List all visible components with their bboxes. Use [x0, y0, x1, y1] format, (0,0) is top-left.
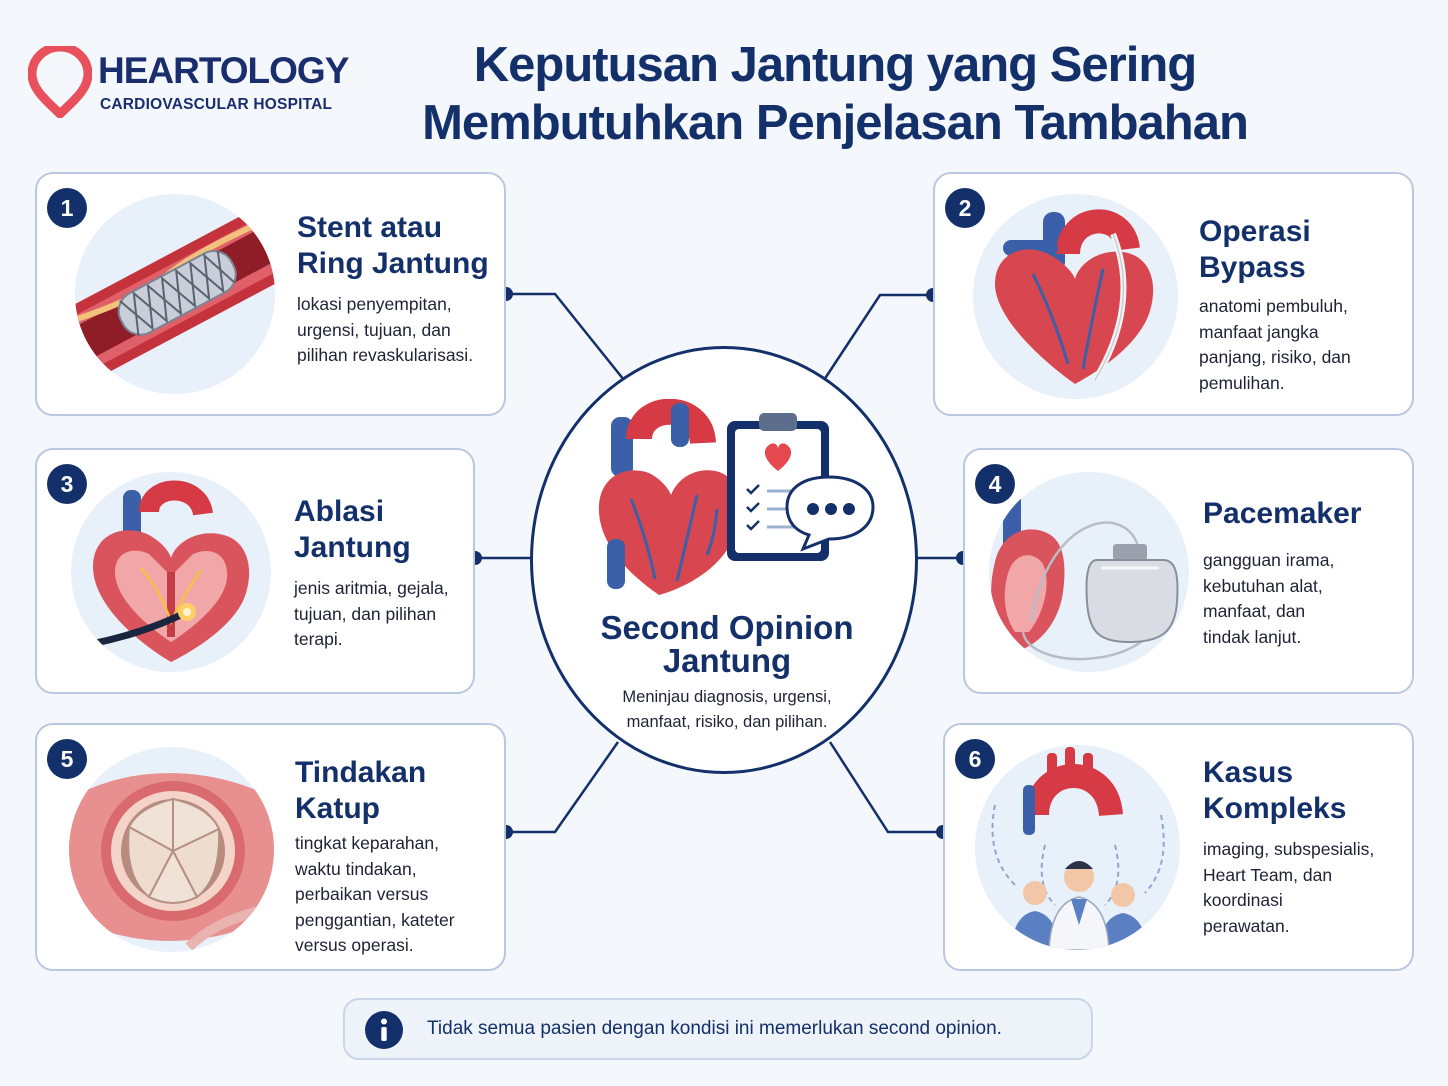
card-number-5: 5 — [47, 739, 87, 779]
center-title: Second Opinion Jantung — [600, 609, 854, 679]
card-6-title: Kasus Kompleks — [1203, 756, 1347, 825]
card-complex: 6 Kasus Kompleks imaging, subspesialis, … — [943, 723, 1414, 971]
card-4-description: gangguan irama, kebutuhan alat, manfaat,… — [1203, 550, 1335, 647]
pacemaker-icon — [989, 472, 1189, 672]
card-5-description: tingkat keparahan, waktu tindakan, perba… — [295, 833, 455, 955]
card-number-3: 3 — [47, 464, 87, 504]
bypass-heart-icon — [973, 194, 1178, 399]
page-title-line-2: Membutuhkan Penjelasan Tambahan — [422, 96, 1249, 150]
card-number-4: 4 — [975, 464, 1015, 504]
brand-name: HEARTOLOGY — [98, 50, 349, 91]
card-6-description: imaging, subspesialis, Heart Team, dan k… — [1203, 839, 1375, 936]
disclaimer-text: Tidak semua pasien dengan kondisi ini me… — [427, 1018, 1002, 1039]
card-number-2: 2 — [945, 188, 985, 228]
card-3-description: jenis aritmia, gejala, tujuan, dan pilih… — [294, 578, 449, 649]
connector-5 — [506, 741, 620, 834]
center-description: Meninjau diagnosis, urgensi, manfaat, ri… — [622, 688, 832, 731]
brand-logo: HEARTOLOGY CARDIOVASCULAR HOSPITAL — [28, 44, 358, 124]
card-number-1: 1 — [47, 188, 87, 228]
heart-icon — [598, 399, 739, 595]
card-stent: 1 Stent atau Ring Jantung lokasi penyemp… — [35, 172, 506, 416]
page-title-line-1: Keputusan Jantung yang Sering — [473, 38, 1197, 92]
card-5-title: Tindakan Katup — [295, 756, 427, 825]
card-1-title: Stent atau Ring Jantung — [297, 211, 489, 280]
card-1-description: lokasi penyempitan, urgensi, tujuan, dan… — [297, 294, 474, 365]
card-pacemaker: 4 Pacemaker gangguan irama, kebutuhan al… — [963, 448, 1414, 694]
heart-pin-icon — [28, 46, 92, 118]
center-second-opinion: Second Opinion Jantung Meninjau diagnosi… — [530, 346, 918, 774]
info-icon — [365, 1011, 403, 1049]
card-4-title: Pacemaker — [1203, 497, 1362, 530]
valve-icon — [69, 747, 274, 952]
card-bypass: 2 Operasi Bypass anatomi pembuluh, manfa… — [933, 172, 1414, 416]
card-3-title: Ablasi Jantung — [294, 495, 411, 564]
speech-bubble-icon — [785, 475, 875, 552]
ablation-icon — [71, 472, 271, 672]
card-2-description: anatomi pembuluh, manfaat jangka panjang… — [1199, 296, 1351, 393]
page-title: Keputusan Jantung yang Sering Membutuhka… — [385, 36, 1285, 152]
disclaimer-note: Tidak semua pasien dengan kondisi ini me… — [343, 998, 1093, 1060]
heart-team-icon — [975, 745, 1180, 950]
connector-6 — [828, 741, 943, 834]
center-illustration — [598, 399, 875, 595]
card-valve: 5 Tindakan Katup tingkat keparahan, wakt… — [35, 723, 506, 971]
connector-1 — [506, 292, 625, 381]
stent-icon — [75, 194, 275, 394]
card-number-6: 6 — [955, 739, 995, 779]
connector-2 — [822, 293, 933, 381]
brand-subtitle: CARDIOVASCULAR HOSPITAL — [100, 96, 333, 113]
card-2-title: Operasi Bypass — [1199, 215, 1311, 284]
card-ablation: 3 Ablasi Jantung jenis aritmia, gejala, … — [35, 448, 475, 694]
